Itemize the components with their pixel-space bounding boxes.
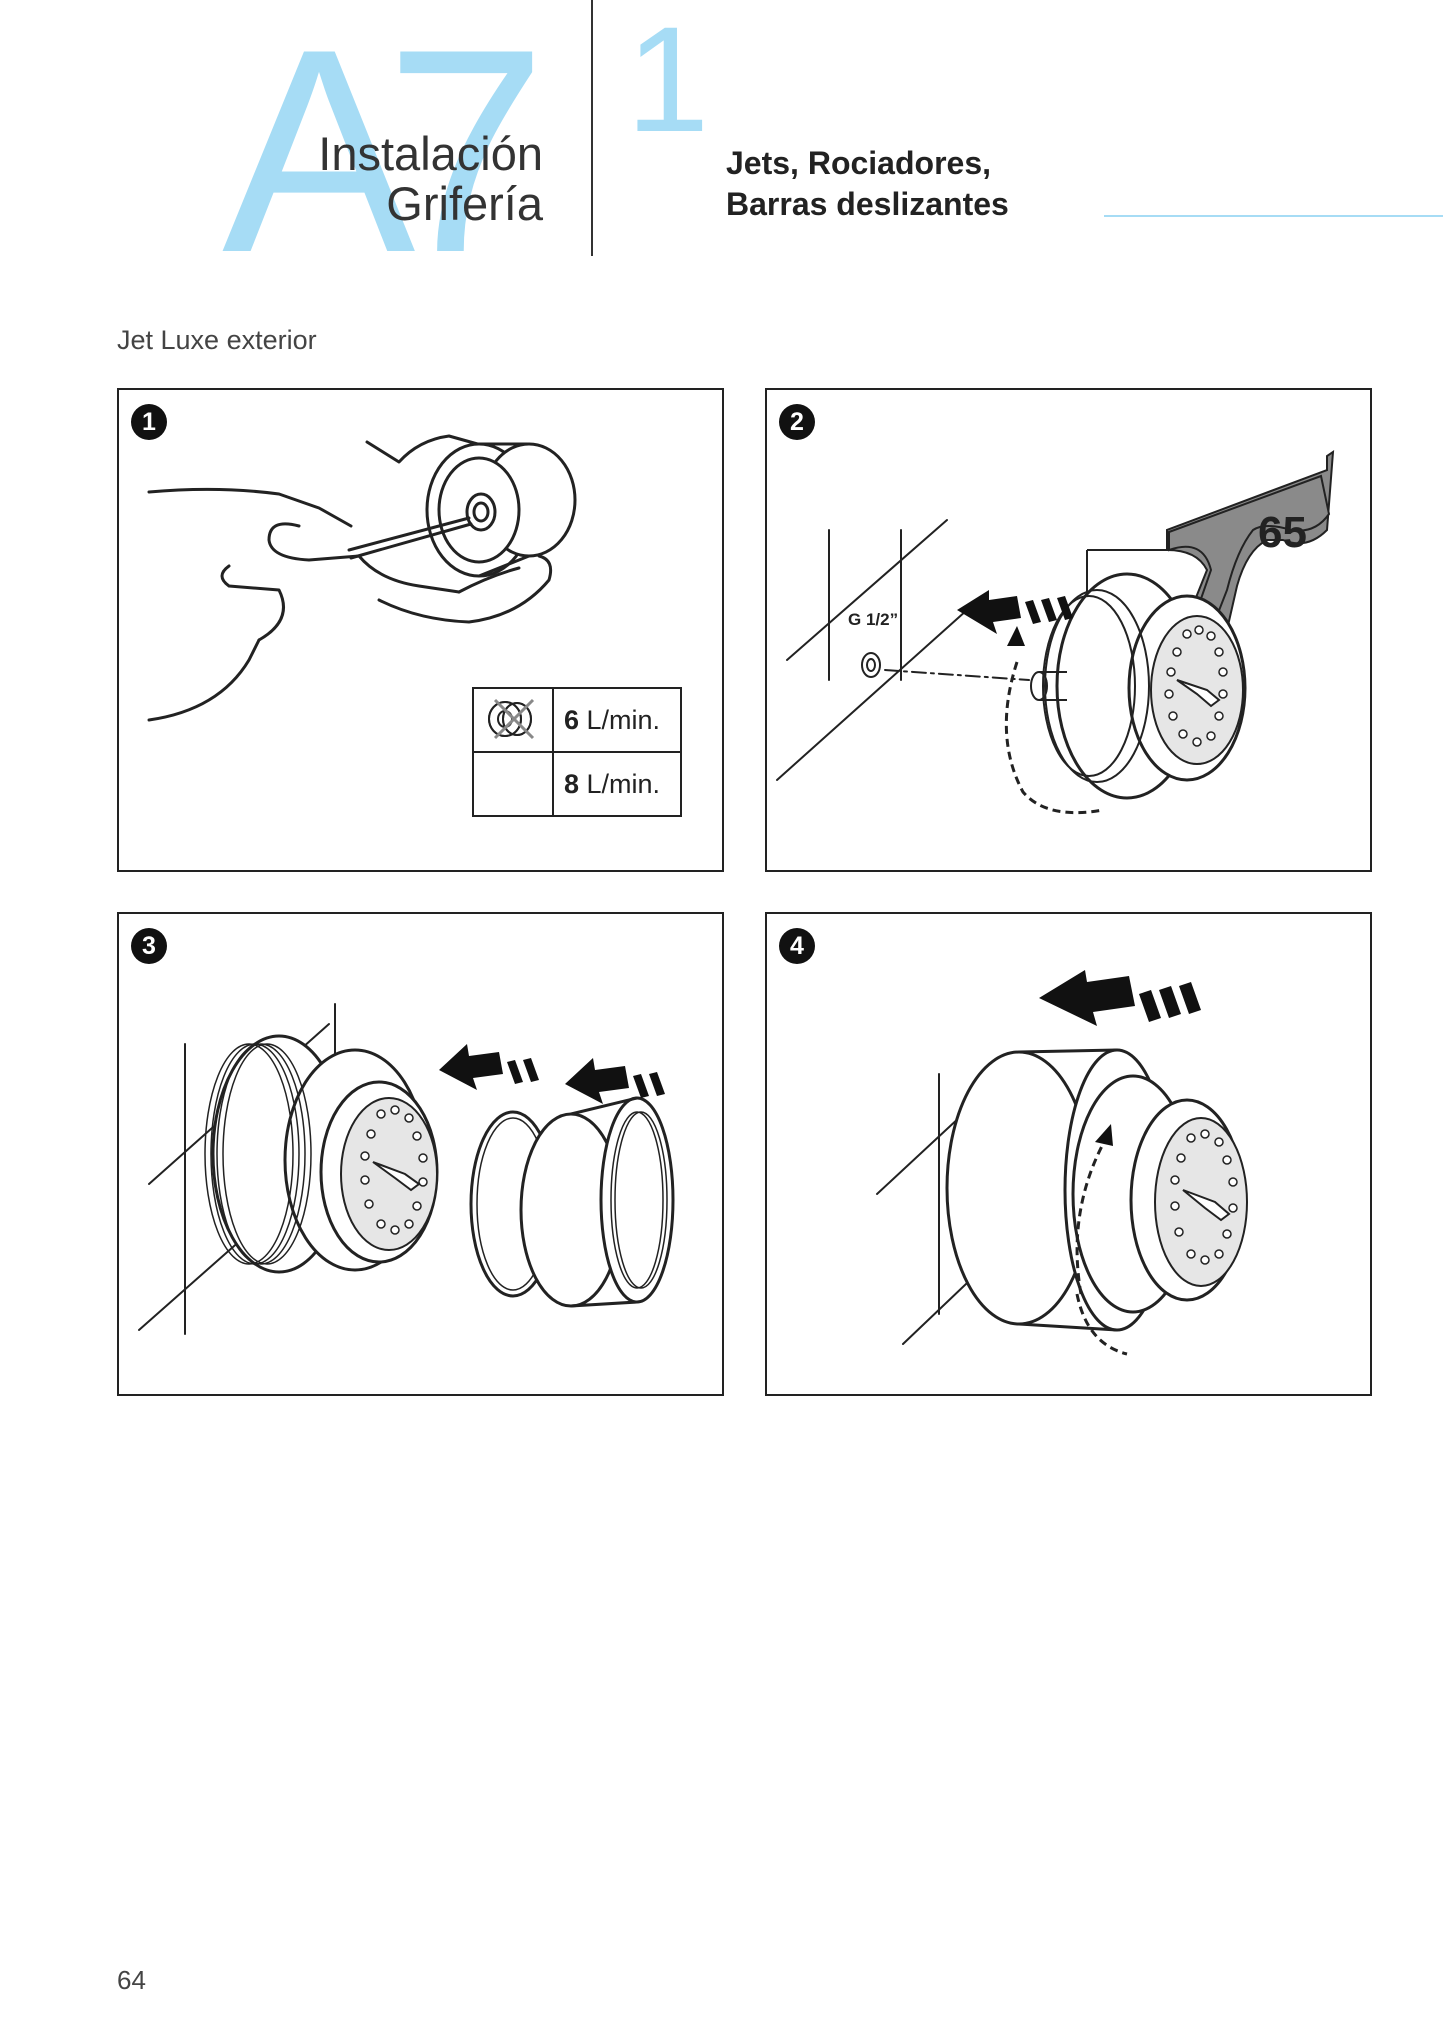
step-4-panel: 4 [765, 912, 1372, 1396]
flow-number: 6 [564, 704, 580, 735]
header-title-line1: Instalación [318, 127, 543, 180]
page-subtitle: Jet Luxe exterior [117, 325, 317, 355]
header-rule [1104, 215, 1443, 217]
step-3-illustration [138, 1003, 675, 1335]
step-2-panel: 2 G 1/2” 65 [765, 388, 1372, 872]
step-3-badge: 3 [131, 928, 167, 964]
flow-unit: L/min. [579, 768, 661, 799]
step-2-badge: 2 [779, 404, 815, 440]
thread-size-label: G 1/2” [848, 610, 899, 629]
section-title-line2: Barras deslizantes [726, 186, 1009, 222]
step-3-panel: 3 [117, 912, 724, 1396]
step-2-illustration [776, 450, 1335, 815]
flow-rate-table: 6 L/min. 8 L/min. [472, 687, 682, 817]
header-title-line2: Grifería [386, 177, 543, 230]
step-1-panel: 1 6 L/min. [117, 388, 724, 872]
wrench-size-label: 65 [1258, 508, 1307, 557]
flow-option-row: 6 L/min. [472, 687, 682, 753]
header-divider [591, 0, 593, 256]
step-1-illustration [147, 434, 577, 722]
flow-value-6: 6 L/min. [552, 687, 682, 753]
flow-option-row: 8 L/min. [472, 698, 682, 817]
flow-number: 8 [564, 768, 580, 799]
flow-value-8: 8 L/min. [552, 751, 682, 817]
step-1-badge: 1 [131, 404, 167, 440]
section-title-line1: Jets, Rociadores, [726, 145, 991, 181]
chapter-number: 1 [626, 0, 710, 163]
step-4-illustration [876, 970, 1248, 1356]
flow-unit: L/min. [579, 704, 661, 735]
page-number: 64 [117, 1965, 146, 1995]
chapter-code: A7 [222, 0, 547, 313]
no-restrictor-icon [472, 698, 554, 817]
step-4-badge: 4 [779, 928, 815, 964]
